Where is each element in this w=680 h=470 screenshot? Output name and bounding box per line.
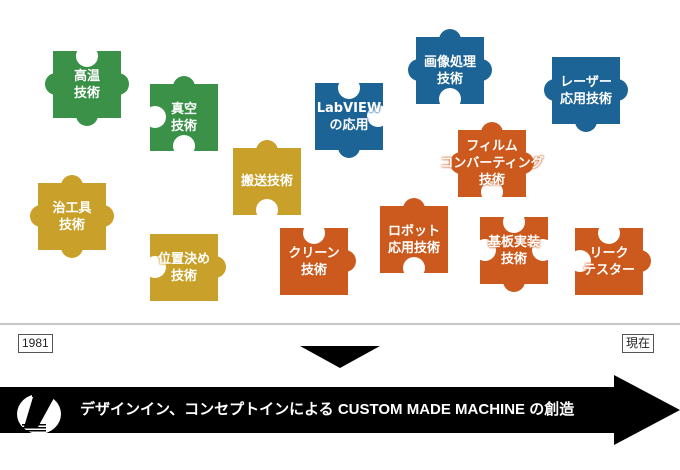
puzzle-hole bbox=[76, 45, 98, 67]
puzzle-hole bbox=[303, 222, 325, 244]
piece-label: フィルム コンバーティング 技術 bbox=[440, 139, 544, 188]
puzzle-tab bbox=[61, 236, 83, 258]
puzzle-tab bbox=[450, 152, 472, 174]
puzzle-hole bbox=[403, 257, 425, 279]
puzzle-tab bbox=[575, 110, 597, 132]
start-year-label: 1981 bbox=[18, 334, 53, 353]
puzzle-tab bbox=[61, 175, 83, 197]
puzzle-tab bbox=[606, 79, 628, 101]
piece-label: レーザー 応用技術 bbox=[559, 74, 612, 107]
puzzle-hole bbox=[367, 105, 389, 127]
arrow-head-icon bbox=[614, 375, 680, 445]
puzzle-hole bbox=[338, 77, 360, 99]
piece-label: リーク テスター bbox=[582, 245, 635, 278]
puzzle-hole bbox=[532, 239, 554, 261]
puzzle-hole bbox=[144, 106, 166, 128]
puzzle-tab bbox=[45, 73, 67, 95]
piece-label: 基板実装 技術 bbox=[487, 234, 540, 267]
puzzle-hole bbox=[569, 250, 591, 272]
puzzle-tab bbox=[173, 76, 195, 98]
piece-label: クリーン 技術 bbox=[288, 245, 340, 278]
puzzle-tab bbox=[334, 250, 356, 272]
puzzle-tab bbox=[92, 205, 114, 227]
puzzle-piece-pcb-mounting: 基板実装 技術 bbox=[474, 211, 554, 292]
puzzle-piece-positioning: 位置決め 技術 bbox=[144, 234, 226, 301]
puzzle-hole bbox=[598, 222, 620, 244]
puzzle-tab bbox=[107, 73, 129, 95]
piece-label: 搬送技術 bbox=[240, 174, 293, 189]
puzzle-piece-vacuum: 真空 技術 bbox=[144, 76, 218, 157]
puzzle-piece-laser: レーザー 応用技術 bbox=[544, 57, 628, 132]
puzzle-piece-leak-tester: リーク テスター bbox=[569, 222, 651, 295]
divider-line bbox=[0, 323, 680, 325]
puzzle-hole bbox=[256, 199, 278, 221]
puzzle-piece-jig-tooling: 治工具 技術 bbox=[30, 175, 114, 258]
puzzle-tab bbox=[470, 59, 492, 81]
piece-label: ロボット 応用技術 bbox=[387, 223, 440, 256]
banner-text: デザインイン、コンセプトインによる CUSTOM MADE MACHINE の創… bbox=[80, 401, 575, 418]
puzzle-piece-image-processing: 画像処理 技術 bbox=[408, 29, 492, 110]
timeline-arrow-bar bbox=[0, 387, 616, 433]
puzzle-hole bbox=[503, 211, 525, 233]
puzzle-tab bbox=[76, 104, 98, 126]
puzzle-hole bbox=[481, 181, 503, 203]
puzzle-piece-labview: LabVIEW の応用 bbox=[315, 77, 389, 158]
down-arrow-icon bbox=[300, 346, 380, 368]
puzzle-tab bbox=[544, 79, 566, 101]
piece-label: 画像処理 技術 bbox=[423, 54, 476, 87]
company-logo-icon bbox=[14, 387, 64, 437]
puzzle-tab bbox=[204, 256, 226, 278]
piece-label: 真空 技術 bbox=[170, 101, 197, 134]
puzzle-hole bbox=[173, 135, 195, 157]
puzzle-tab bbox=[30, 205, 52, 227]
puzzle-hole bbox=[439, 88, 461, 110]
piece-label: LabVIEW の応用 bbox=[316, 100, 382, 133]
piece-label: 治工具 技術 bbox=[52, 200, 92, 233]
puzzle-hole bbox=[474, 239, 496, 261]
piece-label: 高温 技術 bbox=[73, 68, 100, 101]
puzzle-tab bbox=[481, 122, 503, 144]
puzzle-piece-clean: クリーン 技術 bbox=[280, 222, 356, 295]
puzzle-piece-film-converting: フィルム コンバーティング 技術 bbox=[440, 122, 544, 203]
puzzle-tab bbox=[256, 140, 278, 162]
puzzle-tab bbox=[338, 136, 360, 158]
puzzle-tab bbox=[439, 29, 461, 51]
puzzle-tab bbox=[629, 250, 651, 272]
puzzle-hole bbox=[144, 256, 166, 278]
piece-label: 位置決め 技術 bbox=[157, 251, 210, 284]
puzzle-tab bbox=[408, 59, 430, 81]
present-label: 現在 bbox=[622, 334, 655, 353]
puzzle-tab bbox=[403, 198, 425, 220]
puzzle-tab bbox=[512, 152, 534, 174]
puzzle-piece-robot: ロボット 応用技術 bbox=[380, 198, 448, 279]
puzzle-piece-conveyance: 搬送技術 bbox=[233, 140, 301, 221]
puzzle-piece-high-temperature: 高温 技術 bbox=[45, 45, 129, 126]
puzzle-tab bbox=[503, 270, 525, 292]
